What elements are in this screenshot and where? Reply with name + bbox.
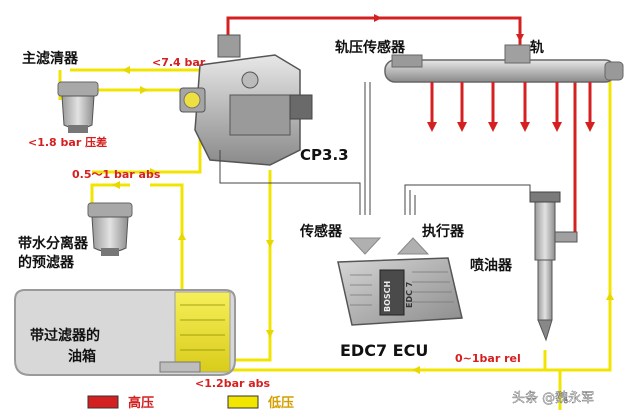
legend-high-label: 高压 — [128, 395, 154, 411]
injector — [529, 191, 578, 342]
label-pressure-7-4: <7.4 bar — [152, 56, 206, 69]
legend-high-swatch — [87, 395, 119, 409]
label-actuator: 执行器 — [422, 223, 465, 240]
label-sensor: 传感器 — [299, 223, 343, 240]
rail-outlets — [427, 82, 595, 132]
main-filter — [57, 81, 99, 133]
prefilter — [87, 202, 133, 256]
label-main-filter: 主滤清器 — [22, 50, 79, 67]
label-prefilter-2: 的预滤器 — [18, 254, 75, 271]
label-pump: CP3.3 — [300, 146, 349, 164]
label-pressure-1-2: <1.2bar abs — [195, 377, 271, 390]
high-pressure-pump — [179, 34, 313, 166]
label-tank-2: 油箱 — [68, 348, 96, 365]
legend-low-swatch — [227, 395, 259, 409]
label-ecu: EDC7 ECU — [340, 341, 428, 360]
label-ecu-brand: BOSCH — [383, 281, 392, 312]
label-rail-sensor: 轨压传感器 — [335, 39, 406, 56]
label-ecu-model: EDC 7 — [405, 282, 414, 308]
label-injector: 喷油器 — [470, 257, 513, 274]
label-pressure-05-1: 0.5～1 bar abs — [72, 168, 161, 181]
fuel-tank — [14, 289, 236, 376]
label-prefilter-1: 带水分离器 — [18, 235, 89, 252]
label-pressure-rel: 0~1bar rel — [455, 352, 521, 365]
signal-arrows — [348, 237, 430, 255]
legend: 高压 低压 — [87, 395, 294, 411]
flow-arrows — [112, 66, 614, 374]
watermark-text: 头条 @魏永军 — [512, 390, 594, 406]
label-pressure-1-8: <1.8 bar 压差 — [28, 135, 107, 149]
label-tank-1: 带过滤器的 — [30, 327, 100, 344]
ecu-unit — [337, 257, 463, 326]
common-rail — [384, 44, 624, 83]
legend-low-label: 低压 — [267, 395, 294, 411]
watermark: 头条 @魏永军 — [512, 390, 595, 406]
label-rail: 轨 — [530, 39, 544, 56]
rail-arrows — [374, 14, 524, 42]
